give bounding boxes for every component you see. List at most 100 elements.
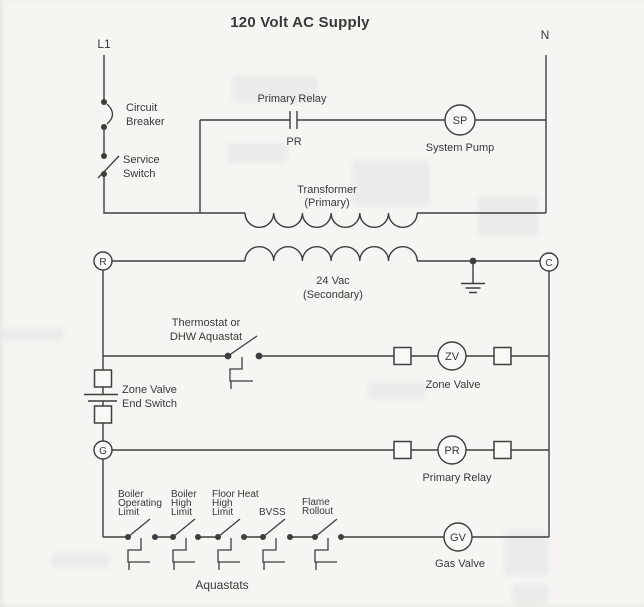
aquastat-switches: Boiler Operating Limit Boiler High Limit [118,489,344,592]
gas-valve-label: Gas Valve [435,558,485,570]
switch-thermal-element [172,538,195,570]
terminal-c-circle [539,252,559,272]
switch-terminal-dot [287,534,293,540]
aquastats-caption: Aquastats [195,578,248,592]
terminal-c-letter: C [545,258,552,269]
zone-valve-end-switch: Zone Valve End Switch [84,369,177,424]
gas-valve-ref: GV [450,532,467,544]
relay-contact-ref: PR [286,136,301,148]
transformer-secondary-label-line2: (Secondary) [303,289,363,301]
service-switch: Service Switch [97,153,160,180]
switch-label-line1: BVSS [259,507,286,518]
terminal-c: C [539,252,559,272]
service-switch-blade [97,155,120,179]
low-voltage-section: R C Thermostat or DHW Aquastat [84,251,559,592]
switch-terminal-dot [152,534,158,540]
switch-thermal-element [314,538,337,570]
zone-valve-circle [437,341,467,371]
aquastat-switch-bvss: BVSS [259,507,293,570]
transformer-primary-coil [244,212,418,228]
line-voltage-section: 120 Volt AC Supply L1 N Circuit Breaker … [97,14,550,214]
switch-terminal-dot [241,534,247,540]
system-pump-label: System Pump [426,142,494,154]
circuit-breaker: Circuit Breaker [101,99,165,130]
system-pump-ref: SP [453,115,468,127]
terminal-r-circle [93,251,113,271]
switch-terminal-dot [195,534,201,540]
breaker-terminal-dot [101,99,107,105]
thermostat-label-line2: DHW Aquastat [170,331,242,343]
switch-label-line3: Limit [171,507,192,518]
end-switch-contact-bars [84,393,118,402]
system-pump: SP System Pump [426,104,494,154]
thermostat-thermal-element [229,357,253,389]
switch-blade [127,518,151,538]
aquastat-switch-floor-heat-high-limit: Floor Heat High Limit [212,489,259,570]
breaker-terminal-dot [101,124,107,130]
terminal-g-circle [93,440,113,460]
switch-label-line1: Flame [302,497,330,508]
zone-valve-box-left [393,346,412,366]
ground-stem-and-bars [461,261,485,294]
switch-thermal-element [127,538,150,570]
gas-valve-circle [443,522,473,552]
end-switch-label-line2: End Switch [122,398,177,410]
switch-blade [217,518,241,538]
primary-relay-load: PR Primary Relay [393,435,512,484]
switch-label-line1: Floor Heat [212,489,259,500]
breaker-arc [106,103,114,125]
switch-label-line2: Rollout [302,506,333,517]
transformer: Transformer (Primary) 24 Vac (Secondary) [244,184,418,301]
service-label-line2: Switch [123,168,155,180]
terminal-r: R [93,251,113,271]
switch-blade [314,518,338,538]
switch-blade [262,518,286,538]
transformer-primary-label-line1: Transformer [297,184,357,196]
switch-label-line2: High [171,498,192,509]
switch-terminal-dot [338,534,344,540]
switch-label-line2: High [212,498,233,509]
zone-valve-box-right [493,346,512,366]
aquastat-switch-boiler-operating-limit: Boiler Operating Limit [118,489,162,570]
switch-label-line1: Boiler [118,489,144,500]
neutral-rail-label: N [541,28,550,42]
system-pump-circle [444,104,476,136]
switch-label-line3: Limit [212,507,233,518]
primary-relay-circle [437,435,467,465]
transformer-primary-label-line2: (Primary) [304,197,349,209]
service-terminal-dot [101,153,107,159]
thermostat-terminal-dot [255,352,263,360]
switch-thermal-element [217,538,240,570]
primary-relay-box-right [493,440,512,460]
thermostat-label-line1: Thermostat or [172,317,241,329]
line-voltage-wires [103,55,547,214]
relay-contact-bars [289,111,298,129]
transformer-secondary-coil [244,246,418,262]
terminal-g-letter: G [99,446,107,457]
ground-symbol [461,257,485,294]
l1-rail-label: L1 [97,37,111,51]
end-switch-label-line1: Zone Valve [122,384,177,396]
aquastat-switch-boiler-high-limit: Boiler High Limit [170,489,201,570]
switch-label-line2: Operating [118,498,162,509]
primary-relay-label: Primary Relay [422,472,492,484]
relay-contact-label: Primary Relay [257,93,327,105]
aquastat-switch-flame-rollout: Flame Rollout [302,497,344,570]
end-switch-box-bottom [93,405,113,424]
switch-blade [172,518,196,538]
zone-valve-load: ZV Zone Valve [393,341,512,391]
switch-label-line1: Boiler [171,489,197,500]
zone-valve-label: Zone Valve [426,379,481,391]
thermostat-switch: Thermostat or DHW Aquastat [170,317,263,389]
switch-thermal-element [262,538,285,570]
diagram-title: 120 Volt AC Supply [230,14,370,31]
service-label-line1: Service [123,154,160,166]
breaker-label-line1: Circuit [126,102,157,114]
primary-relay-ref: PR [444,445,459,457]
low-voltage-wires [102,260,550,538]
breaker-label-line2: Breaker [126,116,165,128]
end-switch-box-top [93,369,113,388]
gas-valve-load: GV Gas Valve [435,522,485,570]
primary-relay-box-left [393,440,412,460]
